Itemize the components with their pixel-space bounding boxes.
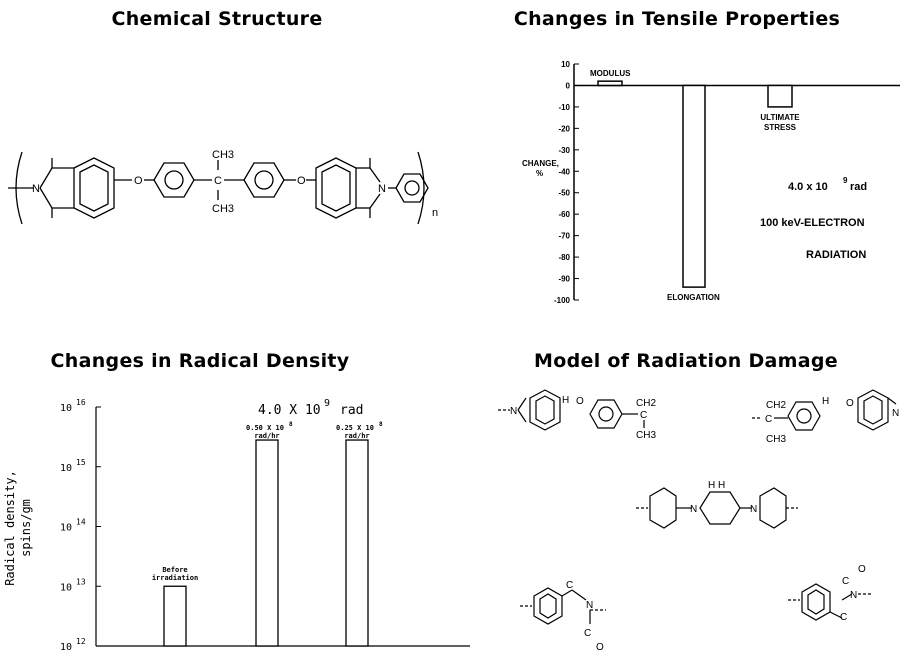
radical-dose-unit: rad — [340, 403, 363, 418]
tensile-y-label-line1: CHANGE, — [522, 159, 559, 168]
radical-bar — [345, 439, 369, 647]
radical-y-tick-exponent: 12 — [76, 637, 86, 646]
tensile-title: Changes in Tensile Properties — [513, 8, 841, 30]
radical-y-tick-exponent: 13 — [76, 577, 86, 586]
tensile-label-ultimate: ULTIMATE — [760, 113, 800, 122]
radical-y-tick-base: 10 — [60, 582, 72, 593]
tensile-dose-text: 4.0 x 10 — [788, 181, 828, 193]
tensile-y-label-line2: % — [536, 169, 543, 178]
tensile-y-tick-label: -90 — [558, 275, 570, 284]
radical-bar — [255, 439, 279, 647]
tensile-radiation-word: RADIATION — [806, 249, 866, 261]
radical-label-rate-unit: rad/hr — [254, 432, 279, 440]
tensile-radiation-type: 100 keV-ELECTRON — [760, 217, 865, 229]
tensile-bar — [767, 84, 793, 108]
radical-y-tick-base: 10 — [60, 642, 72, 653]
tensile-label-stress: STRESS — [764, 123, 797, 132]
radical-label-before-2: irradiation — [152, 574, 198, 582]
tensile-bar — [682, 84, 706, 288]
radical-label-rate: 0.25 X 10 — [336, 424, 374, 432]
radical-y-tick-exponent: 14 — [76, 518, 86, 527]
radical-label-before-1: Before — [162, 566, 187, 574]
radical-title: Changes in Radical Density — [50, 350, 350, 372]
tensile-y-tick-label: -50 — [558, 189, 570, 198]
tensile-y-tick-label: -80 — [558, 253, 570, 262]
structure-title: Chemical Structure — [111, 8, 323, 30]
tensile-y-tick-label: -60 — [558, 210, 570, 219]
tensile-y-tick-label: 10 — [561, 60, 570, 69]
tensile-y-tick-label: -30 — [558, 146, 570, 155]
radical-label-rate-exponent: 8 — [289, 421, 293, 428]
radical-y-tick-base: 10 — [60, 463, 72, 474]
radical-label-rate-exponent: 8 — [379, 421, 383, 428]
tensile-label-elongation: ELONGATION — [667, 293, 720, 302]
radical-y-tick-base: 10 — [60, 523, 72, 534]
radical-bar — [163, 585, 187, 647]
radical-label-rate-unit: rad/hr — [344, 432, 369, 440]
tensile-y-tick-label: 0 — [566, 81, 571, 90]
tensile-dose-unit: rad — [850, 181, 867, 193]
damage-title: Model of Radiation Damage — [534, 350, 838, 372]
radical-y-tick-exponent: 15 — [76, 458, 86, 467]
tensile-y-tick-label: -40 — [558, 167, 570, 176]
tensile-y-tick-label: -70 — [558, 232, 570, 241]
tensile-y-tick-label: -100 — [554, 296, 571, 305]
radical-y-tick-exponent: 16 — [76, 398, 86, 407]
radical-y-label-line1: Radical density, — [3, 470, 17, 586]
tensile-bar — [597, 80, 623, 87]
tensile-y-tick-label: -10 — [558, 103, 570, 112]
tensile-dose-superscript: 9 — [843, 176, 848, 185]
radical-dose-superscript: 9 — [324, 398, 330, 409]
tensile-y-tick-label: -20 — [558, 124, 570, 133]
radical-y-tick-base: 10 — [60, 403, 72, 414]
tensile-label-modulus: MODULUS — [590, 69, 631, 78]
radical-label-rate: 0.50 X 10 — [246, 424, 284, 432]
radical-dose-text: 4.0 X 10 — [258, 403, 321, 418]
radical-y-label-line2: spins/gm — [19, 499, 33, 557]
